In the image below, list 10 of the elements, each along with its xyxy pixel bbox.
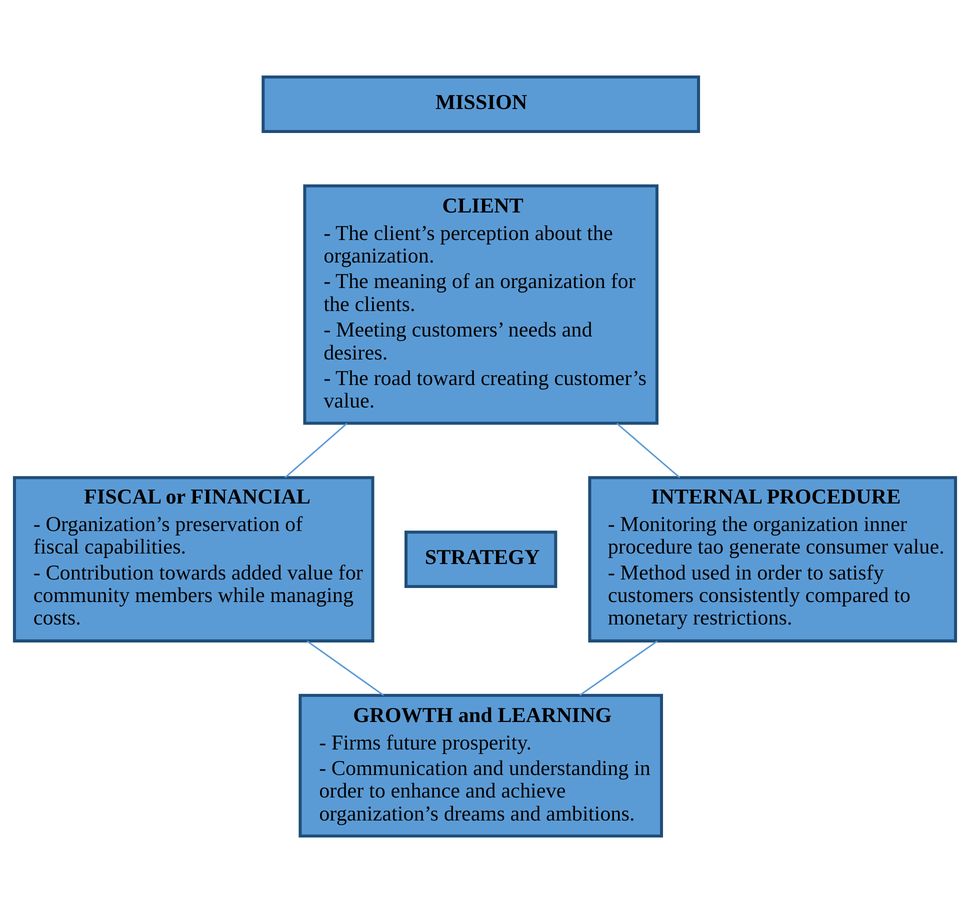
connector [284,422,348,478]
node-box: INTERNAL PROCEDURE - Monitoring the organization inner procedure tao generate consumer value. - Method used in order to satisfy customers consistently compared to monetary restrictions. [588,476,958,642]
node-box: FISCAL or FINANCIAL - Organization’s preservation of fiscal capabilities. - Contribution towards added value for community members while managing costs. [12,476,374,642]
node-box: CLIENT - The client’s perception about the organization. - The meaning of an organization for the clients. - Meeting customers’ needs and desires. - The road toward creating customer’s value. [303,184,658,424]
connector [616,422,680,478]
connector [579,640,658,696]
connector [306,640,384,696]
node-box: STRATEGY [404,530,558,588]
node-box: GROWTH and LEARNING - Firms future prosperity. - Communication and understanding in order to enhance and achieve organization’s dreams and ambitions. [298,693,664,837]
node-box: MISSION [262,75,700,132]
